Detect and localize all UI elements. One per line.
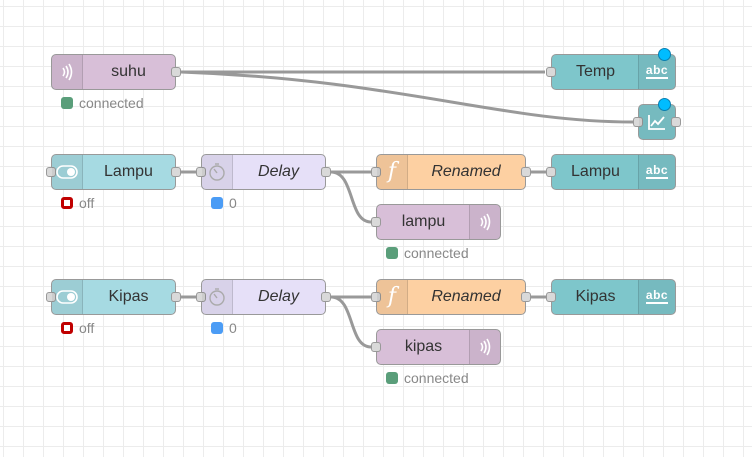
input-port[interactable] xyxy=(371,167,381,177)
node-label: Temp xyxy=(575,63,616,80)
status-dot-blue xyxy=(211,322,223,334)
node-label: suhu xyxy=(111,63,146,80)
input-port[interactable] xyxy=(371,342,381,352)
node-label: lampu xyxy=(401,213,446,230)
chart-icon xyxy=(639,105,675,139)
abc-text-icon: abc xyxy=(638,155,675,189)
timer-icon xyxy=(202,280,233,314)
output-port[interactable] xyxy=(521,292,531,302)
wire-delay2-kipas-mqtt xyxy=(330,295,372,349)
status-suhu: connected xyxy=(61,95,144,111)
function-icon: f xyxy=(377,155,408,189)
status-text: off xyxy=(79,320,95,336)
ui-text-node-temp[interactable]: Temp abc xyxy=(546,48,676,90)
status-text: off xyxy=(79,195,95,211)
input-port[interactable] xyxy=(633,117,643,127)
status-text: connected xyxy=(79,95,144,111)
input-port[interactable] xyxy=(371,217,381,227)
node-label: Lampu xyxy=(104,163,153,180)
status-delay-2: 0 xyxy=(211,320,237,336)
status-kipas-mqtt: connected xyxy=(386,370,469,386)
ui-text-node-lampu[interactable]: Lampu abc xyxy=(546,154,676,190)
node-label: kipas xyxy=(404,338,443,355)
status-delay-1: 0 xyxy=(211,195,237,211)
input-port[interactable] xyxy=(546,292,556,302)
function-node-1[interactable]: f Renamed xyxy=(371,154,531,190)
node-label: Lampu xyxy=(571,163,620,180)
status-ring-red xyxy=(61,322,73,334)
input-port[interactable] xyxy=(371,292,381,302)
mqtt-in-node-suhu[interactable]: suhu xyxy=(51,54,181,90)
wire-delay1-lampu-mqtt xyxy=(330,170,372,224)
status-lampu-mqtt: connected xyxy=(386,245,469,261)
output-port[interactable] xyxy=(171,167,181,177)
status-text: connected xyxy=(404,370,469,386)
switch-icon xyxy=(52,155,83,189)
function-icon: f xyxy=(377,280,408,314)
input-port[interactable] xyxy=(46,167,56,177)
status-dot-green xyxy=(386,372,398,384)
abc-text-icon: abc xyxy=(638,280,675,314)
node-label: Renamed xyxy=(431,163,501,180)
status-dot-blue xyxy=(211,197,223,209)
output-port[interactable] xyxy=(171,292,181,302)
mqtt-icon xyxy=(52,55,83,89)
node-label: Kipas xyxy=(108,288,149,305)
status-text: 0 xyxy=(229,195,237,211)
output-port[interactable] xyxy=(321,167,331,177)
status-ring-red xyxy=(61,197,73,209)
input-port[interactable] xyxy=(196,167,206,177)
timer-icon xyxy=(202,155,233,189)
wire-suhu-chart xyxy=(180,70,634,124)
ui-text-node-kipas[interactable]: Kipas abc xyxy=(546,279,676,315)
delay-node-2[interactable]: Delay xyxy=(196,279,331,315)
mqtt-out-node-kipas[interactable]: kipas xyxy=(371,329,501,365)
switch-icon xyxy=(52,280,83,314)
node-label: Renamed xyxy=(431,288,501,305)
mqtt-out-node-lampu[interactable]: lampu xyxy=(371,204,501,240)
status-dot-green xyxy=(386,247,398,259)
output-port[interactable] xyxy=(171,67,181,77)
status-kipas-switch: off xyxy=(61,320,94,336)
input-port[interactable] xyxy=(546,167,556,177)
ui-switch-node-kipas[interactable]: Kipas xyxy=(46,279,181,315)
ui-chart-node[interactable] xyxy=(633,98,681,140)
node-label: Kipas xyxy=(575,288,616,305)
changed-marker xyxy=(658,98,671,111)
input-port[interactable] xyxy=(546,67,556,77)
output-port[interactable] xyxy=(521,167,531,177)
node-label: Delay xyxy=(258,163,299,180)
mqtt-icon xyxy=(469,330,500,364)
ui-switch-node-lampu[interactable]: Lampu xyxy=(46,154,181,190)
abc-text-icon: abc xyxy=(638,55,675,89)
node-label: Delay xyxy=(258,288,299,305)
status-dot-green xyxy=(61,97,73,109)
mqtt-icon xyxy=(469,205,500,239)
changed-marker xyxy=(658,48,671,61)
output-port[interactable] xyxy=(321,292,331,302)
function-node-2[interactable]: f Renamed xyxy=(371,279,531,315)
status-text: connected xyxy=(404,245,469,261)
delay-node-1[interactable]: Delay xyxy=(196,154,331,190)
status-lampu-switch: off xyxy=(61,195,94,211)
status-text: 0 xyxy=(229,320,237,336)
input-port[interactable] xyxy=(46,292,56,302)
output-port[interactable] xyxy=(671,117,681,127)
input-port[interactable] xyxy=(196,292,206,302)
